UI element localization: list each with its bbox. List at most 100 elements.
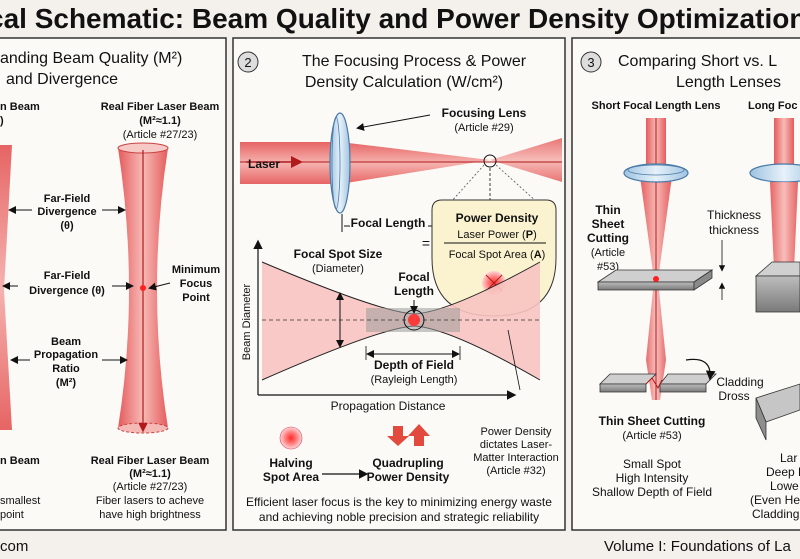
- thin-5: #53): [597, 261, 619, 273]
- panel-1-heading-1: anding Beam Quality (M²): [0, 50, 182, 67]
- dross-label: Dross: [718, 389, 749, 403]
- footer-right: Volume I: Foundations of La: [604, 538, 791, 555]
- x-axis-label: Propagation Distance: [331, 399, 446, 413]
- beam-prop-4: (M²): [56, 377, 76, 389]
- quad-2: Power Density: [367, 470, 450, 484]
- focal-spot-size-sub: (Diameter): [312, 263, 364, 275]
- beam-prop-1: Beam: [51, 336, 81, 348]
- formula-numerator: Laser Power (P): [457, 229, 537, 241]
- panel-2-number: 2: [244, 55, 251, 70]
- formula-equals: =: [422, 235, 430, 251]
- panel-3-heading-2: Length Lenses: [676, 74, 781, 91]
- cut-sheet-pieces: [599, 373, 717, 393]
- thin-bottom-label: Thin Sheet Cutting: [599, 414, 706, 428]
- thin-3: Cutting: [587, 231, 629, 245]
- halving-spot-icon: [279, 426, 303, 450]
- focusing-lens-label: Focusing Lens: [442, 106, 527, 120]
- panel-2-heading-2: Density Calculation (W/cm²): [305, 74, 503, 91]
- focal-length-label: Focal Length: [351, 216, 426, 230]
- focusing-beam: [240, 138, 562, 184]
- right-text-3: Lowe: [770, 479, 799, 493]
- halving-1: Halving: [269, 456, 312, 470]
- real-beam-top-m2: (M²≈1.1): [139, 115, 181, 127]
- ideal-bottom-3: point: [0, 509, 24, 521]
- panel-2-heading-1: The Focusing Process & Power: [302, 53, 527, 70]
- focusing-lens-icon: [329, 112, 351, 214]
- far-field-label-1b: Divergence: [37, 206, 96, 218]
- depth-of-field-label: Depth of Field: [374, 358, 454, 372]
- beam-prop-3: Ratio: [52, 363, 80, 375]
- right-text-4: (Even Hea: [750, 493, 800, 507]
- far-field-label-2: Far-Field: [44, 270, 90, 282]
- long-lens-label: Long Foc: [748, 100, 798, 112]
- thickness-2: thickness: [709, 223, 759, 237]
- laser-label: Laser: [248, 157, 280, 171]
- power-note-1: Power Density: [481, 426, 552, 438]
- real-beam-bottom-article: (Article #27/23): [113, 481, 188, 493]
- min-focus-2: Focus: [180, 278, 212, 290]
- real-beam-top-article: (Article #27/23): [123, 129, 198, 141]
- power-note-2: dictates Laser-: [480, 439, 552, 451]
- summary-1: Efficient laser focus is the key to mini…: [246, 495, 552, 509]
- far-field-label-1: Far-Field: [44, 193, 90, 205]
- far-field-label-1c: (θ): [60, 220, 74, 232]
- ideal-beam-top-label-2: ): [0, 115, 4, 127]
- right-text-1: Lar: [780, 451, 797, 465]
- small-spot: Small Spot: [623, 457, 682, 471]
- focal-length-graph-2: Length: [394, 284, 434, 298]
- quad-1: Quadrupling: [372, 456, 443, 470]
- panel-3-number-badge: [580, 51, 602, 73]
- footer-left: com: [0, 538, 29, 555]
- right-text-5: Cladding b: [752, 507, 800, 521]
- cladding-label: Cladding: [716, 375, 763, 389]
- right-text-2: Deep D: [766, 465, 800, 479]
- ideal-beam-shape: [0, 145, 12, 430]
- focal-length-graph-1: Focal: [398, 270, 429, 284]
- summary-2: and achieving noble precision and strate…: [259, 510, 539, 524]
- thin-4: (Article: [591, 247, 625, 259]
- up-down-arrows-icon: [387, 424, 430, 446]
- shallow-dof: Shallow Depth of Field: [592, 485, 712, 499]
- far-field-label-2b: Divergence (θ): [29, 285, 105, 297]
- beam-diameter-graph: [253, 239, 541, 400]
- halving-2: Spot Area: [263, 470, 320, 484]
- min-focus-3: Point: [182, 292, 210, 304]
- power-note-3: Matter Interaction: [473, 452, 559, 464]
- power-note-4: (Article #32): [486, 465, 545, 477]
- real-beam-shape: [117, 142, 169, 434]
- thick-plate-bottom: [755, 383, 800, 441]
- real-beam-bottom-m2: (M²≈1.1): [129, 468, 171, 480]
- rayleigh-label: (Rayleigh Length): [371, 374, 458, 386]
- panel-3-number: 3: [587, 55, 594, 70]
- thick-plate: [754, 261, 800, 313]
- ideal-bottom-2: smallest: [0, 495, 40, 507]
- real-beam-bottom-label: Real Fiber Laser Beam: [91, 455, 210, 467]
- thin-1: Thin: [595, 203, 620, 217]
- beam-prop-2: Propagation: [34, 349, 98, 361]
- formula-title: Power Density: [456, 211, 539, 225]
- formula-denominator: Focal Spot Area (A): [449, 249, 546, 261]
- ideal-beam-bottom-label: n Beam: [0, 455, 40, 467]
- bottom-note-2: have high brightness: [99, 509, 201, 521]
- real-beam-top-label: Real Fiber Laser Beam: [101, 101, 220, 113]
- focal-spot-size-label: Focal Spot Size: [294, 247, 383, 261]
- long-lens-icon: [749, 118, 800, 270]
- short-lens-label: Short Focal Length Lens: [592, 100, 721, 112]
- panel-2-number-badge: [237, 51, 259, 73]
- bottom-note-1: Fiber lasers to acheve: [96, 495, 204, 507]
- panel-1-heading-2: and Divergence: [6, 71, 118, 88]
- ideal-beam-top-label: n Beam: [0, 101, 40, 113]
- thin-bottom-article: (Article #53): [622, 430, 681, 442]
- min-focus-1: Minimum: [172, 264, 220, 276]
- focusing-lens-article: (Article #29): [454, 122, 513, 134]
- page-title: cal Schematic: Beam Quality and Power De…: [0, 3, 800, 34]
- thin-2: Sheet: [592, 217, 625, 231]
- short-lens-icon: [623, 163, 689, 183]
- y-axis-label: Beam Diameter: [241, 283, 253, 360]
- panel-3-heading-1: Comparing Short vs. L: [618, 53, 777, 70]
- panel-1-frame: [0, 37, 227, 531]
- thickness-1: Thickness: [707, 208, 761, 222]
- thin-sheet-plate: [596, 269, 714, 291]
- high-intensity: High Intensity: [616, 471, 689, 485]
